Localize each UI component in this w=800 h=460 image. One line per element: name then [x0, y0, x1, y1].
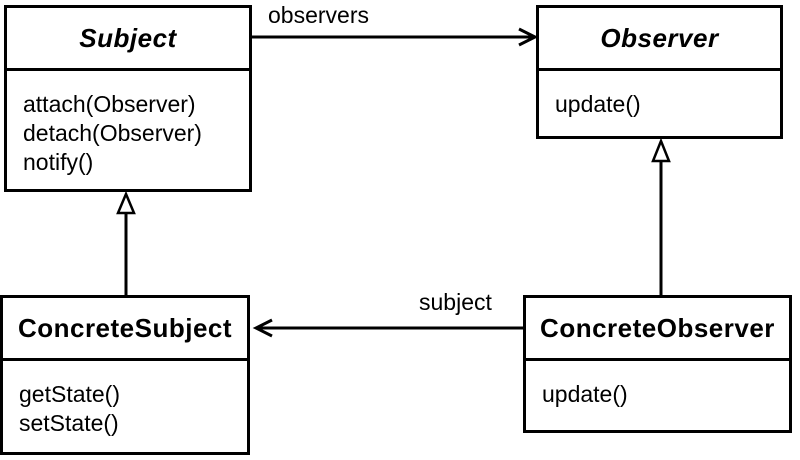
- class-title-observer: Observer: [539, 8, 780, 71]
- inheritance-arrow-concrete-subject: [116, 190, 136, 295]
- class-box-concrete-observer: ConcreteObserver update(): [523, 295, 792, 433]
- method-update-concrete-observer: update(): [542, 381, 628, 407]
- class-title-concrete-subject: ConcreteSubject: [3, 298, 247, 361]
- subject-association-arrow: [252, 318, 523, 338]
- method-set-state: setState(): [19, 410, 119, 436]
- method-get-state: getState(): [19, 381, 120, 407]
- inheritance-arrow-concrete-observer: [651, 137, 671, 295]
- class-methods-subject: attach(Observer) detach(Observer) notify…: [7, 71, 249, 177]
- subject-association-label: subject: [417, 289, 494, 316]
- class-title-subject: Subject: [7, 8, 249, 71]
- class-box-concrete-subject: ConcreteSubject getState() setState(): [0, 295, 250, 455]
- method-notify: notify(): [23, 149, 94, 175]
- class-box-observer: Observer update(): [536, 5, 783, 139]
- class-box-subject: Subject attach(Observer) detach(Observer…: [4, 5, 252, 192]
- class-title-concrete-observer: ConcreteObserver: [526, 298, 789, 361]
- method-detach: detach(Observer): [23, 120, 202, 146]
- class-methods-observer: update(): [539, 71, 780, 119]
- observers-association-arrow: [252, 27, 539, 47]
- observers-association-label: observers: [266, 2, 371, 29]
- class-methods-concrete-subject: getState() setState(): [3, 361, 247, 438]
- method-attach: attach(Observer): [23, 91, 196, 117]
- class-methods-concrete-observer: update(): [526, 361, 789, 409]
- method-update-observer: update(): [555, 91, 641, 117]
